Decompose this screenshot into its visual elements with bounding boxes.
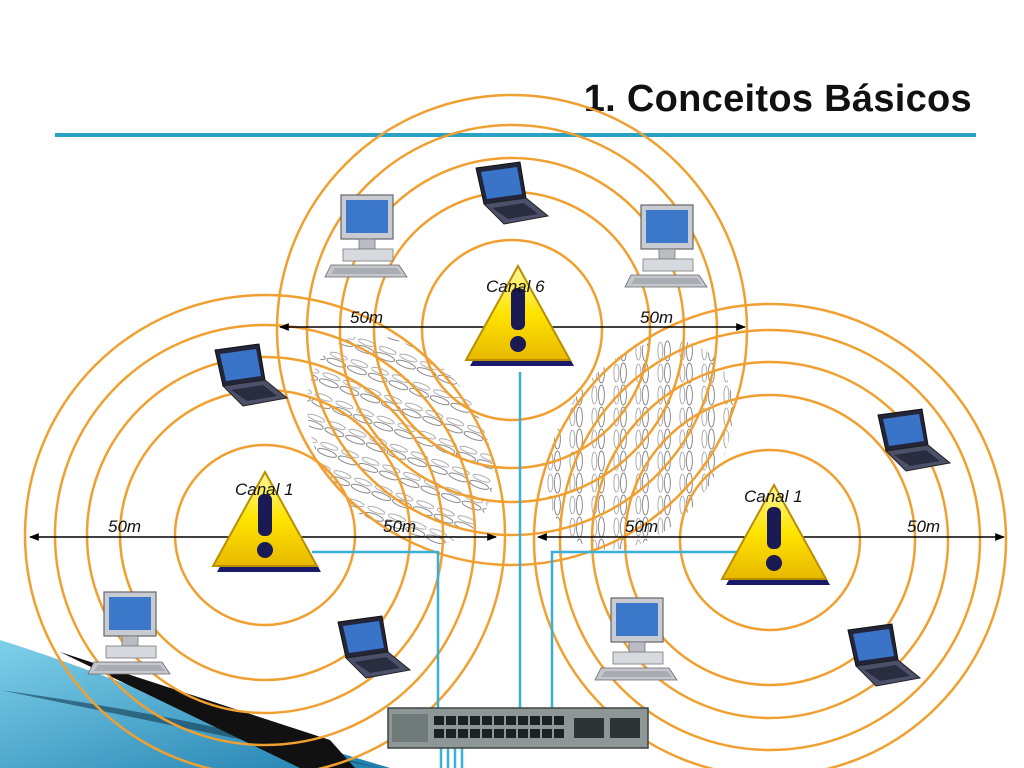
- distance-label-top-right: 50m: [640, 308, 673, 327]
- laptop-icon-left-top: [214, 343, 288, 407]
- distance-label-right-right: 50m: [907, 517, 940, 536]
- distance-label-left-right: 50m: [383, 517, 416, 536]
- laptop-icon-right-bottom: [847, 623, 921, 687]
- slide-title: 1. Conceitos Básicos: [583, 78, 972, 120]
- interference-zone-left: [307, 335, 493, 545]
- corner-decoration: [0, 640, 390, 768]
- desktop-icon-top-right: [624, 204, 708, 288]
- laptop-icon-top-center: [475, 161, 549, 225]
- network-switch-icon: [387, 707, 649, 749]
- distance-label-left-left: 50m: [108, 517, 141, 536]
- laptop-icon-right-top: [877, 408, 951, 472]
- title-rule: [55, 133, 976, 137]
- distance-label-top-left: 50m: [350, 308, 383, 327]
- channel-label-top: Canal 6: [486, 277, 545, 296]
- distance-label-right-left: 50m: [625, 517, 658, 536]
- laptop-icon-left-bottom: [337, 615, 411, 679]
- desktop-icon-top-left: [324, 194, 408, 278]
- channel-label-left: Canal 1: [235, 480, 294, 499]
- channel-label-right: Canal 1: [744, 487, 803, 506]
